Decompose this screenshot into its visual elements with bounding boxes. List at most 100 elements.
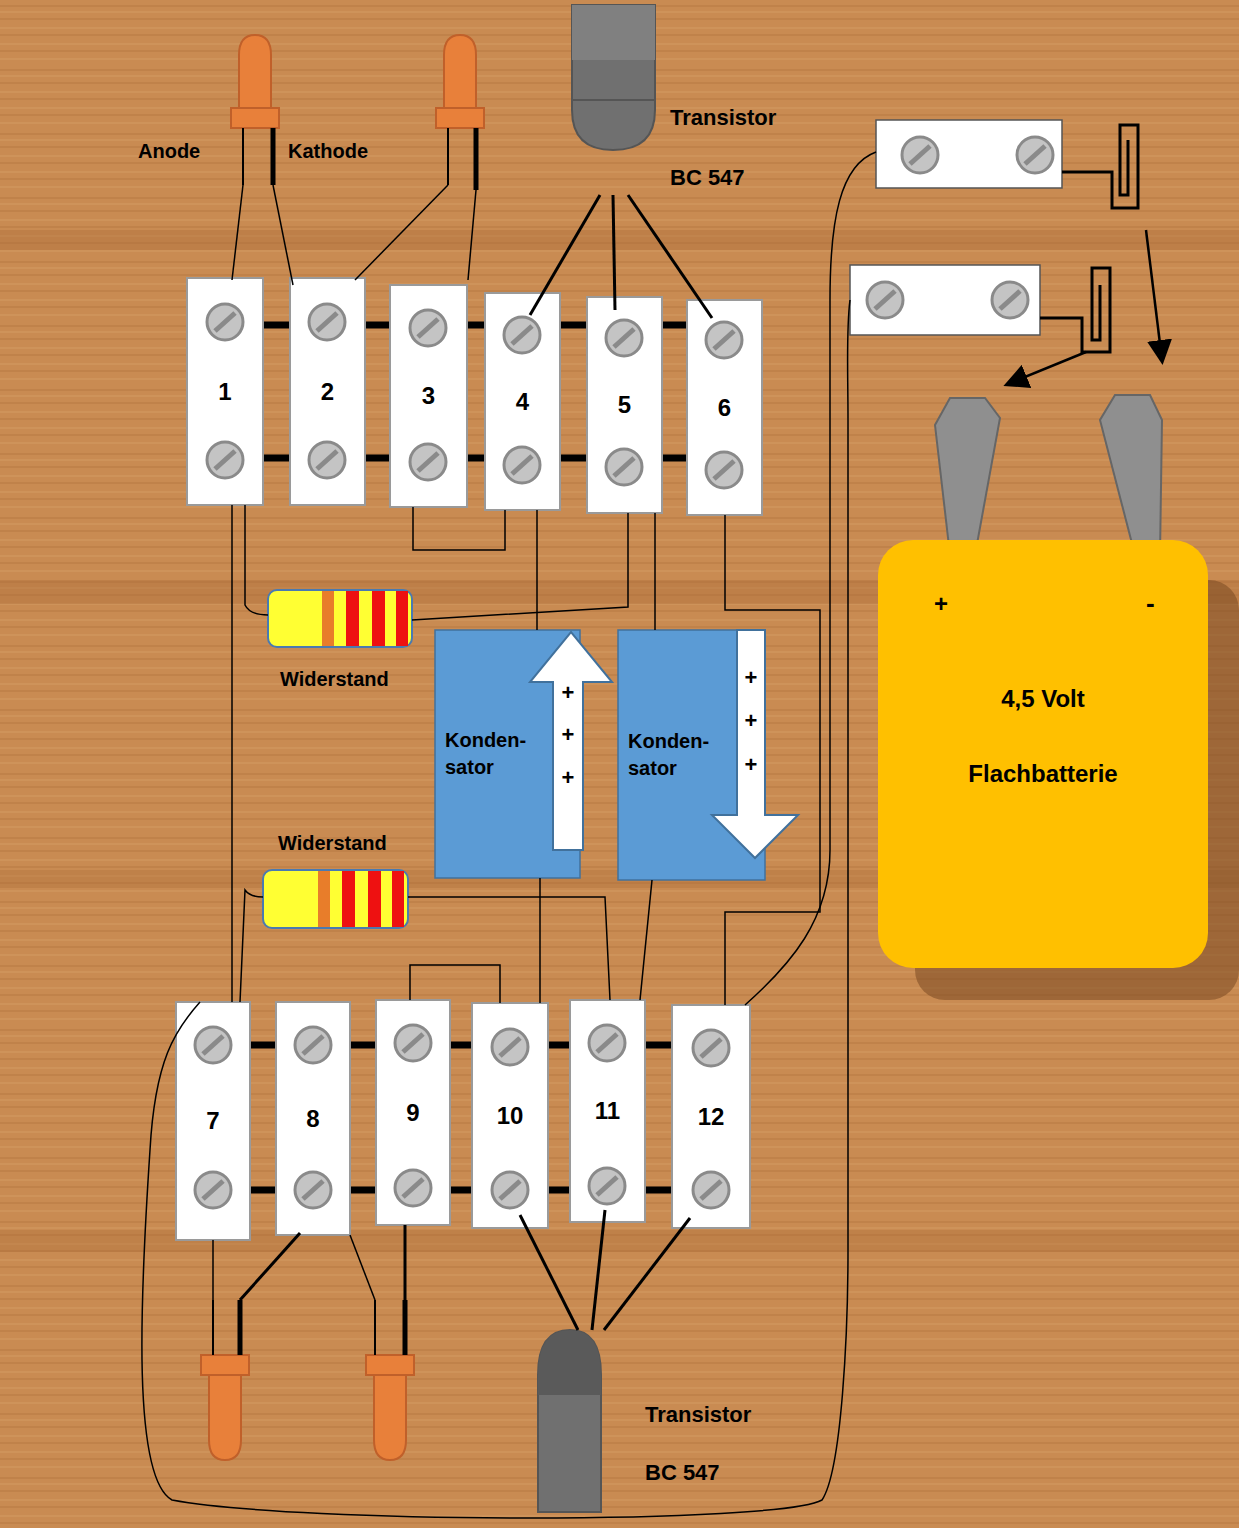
terminal-number: 1 (218, 378, 231, 406)
transistor-top (572, 5, 655, 60)
battery-label: + (934, 590, 948, 618)
terminal-screws (492, 1172, 528, 1208)
led-legs-top (232, 128, 476, 285)
led-legs-top (273, 185, 293, 285)
wood-ground (0, 230, 1239, 250)
battery-wires (142, 152, 876, 1518)
transistor-top (572, 5, 655, 150)
wire (536, 510, 538, 630)
terminal-number: 3 (422, 382, 435, 410)
terminal-number: 9 (406, 1099, 419, 1127)
resistor-wires (240, 505, 628, 1002)
polarity-mark: + (562, 722, 575, 748)
terminal-blocks (176, 278, 762, 1240)
terminal-screws (295, 1172, 331, 1208)
terminal-block: 8 (276, 1002, 350, 1235)
terminal-screws (504, 317, 540, 353)
terminal-block: 9 (376, 1000, 450, 1225)
led-legs-top (232, 185, 243, 280)
terminal-screws (589, 1168, 625, 1204)
transistor-top (628, 195, 712, 318)
terminal-blocks (687, 300, 762, 515)
clip-holder (1040, 125, 1138, 352)
terminal-screws (706, 322, 742, 358)
terminal-number: 10 (497, 1102, 524, 1130)
clip-holder (1040, 268, 1110, 352)
terminal-screws (207, 304, 243, 340)
terminal-number: 12 (698, 1103, 725, 1131)
terminal-screws (195, 1172, 231, 1208)
clip-holder (850, 120, 1162, 384)
transistor-top (572, 99, 655, 101)
transistor-top (613, 195, 615, 310)
terminal-block: 10 (472, 1003, 548, 1228)
capacitor-label: Konden- sator (628, 728, 714, 782)
clip-holder (1008, 352, 1086, 384)
polarity-mark: + (562, 765, 575, 791)
terminal-number: 5 (618, 391, 631, 419)
wire (725, 515, 820, 1005)
terminal-block: 1 (187, 278, 263, 505)
resistor-symbol (392, 871, 404, 927)
battery (1100, 395, 1162, 555)
terminal-screws (195, 1027, 231, 1063)
transistor-bottom (520, 1210, 690, 1330)
resistor-symbol (346, 591, 359, 646)
transistor-top (530, 195, 712, 318)
capacitor-symbol (530, 632, 612, 850)
battery (878, 395, 1239, 1000)
terminal-screws (410, 310, 446, 346)
led-bottom (201, 1355, 249, 1375)
resistor-symbol (322, 591, 334, 646)
clip-holder (1062, 125, 1138, 208)
terminal-screws (395, 1170, 431, 1206)
part-name: BC 547 (645, 1460, 720, 1486)
clip-holder (850, 265, 1040, 335)
terminal-screws (492, 1029, 528, 1065)
terminal-number: 7 (206, 1107, 219, 1135)
battery-box: +-4,5 VoltFlachbatterie (878, 540, 1208, 968)
terminal-number: 11 (595, 1097, 620, 1125)
led-legs-bottom (240, 1233, 300, 1300)
led-legs-top (355, 185, 448, 280)
resistor-wires (412, 513, 628, 620)
battery-label: Flachbatterie (878, 760, 1208, 788)
led-legs-bottom (212, 1300, 214, 1355)
resistor-symbol (263, 870, 408, 928)
battery (935, 398, 1000, 555)
led-bottom (374, 1372, 406, 1460)
terminal-screws (410, 444, 446, 480)
capacitor-symbol (712, 630, 798, 858)
terminal-screws (504, 447, 540, 483)
capacitor-box: Konden- sator (618, 630, 765, 880)
part-name: Transistor (670, 105, 776, 131)
terminal-blocks (390, 285, 467, 507)
clip-holder (876, 120, 1062, 188)
terminal-blocks (187, 278, 263, 505)
terminal-blocks (587, 297, 662, 513)
clip-holder (1008, 230, 1162, 384)
wire (654, 513, 656, 630)
resistor-symbol (372, 591, 385, 646)
wire (410, 965, 500, 1003)
terminal-screws (693, 1030, 729, 1066)
transistor-top (530, 195, 600, 315)
led-legs-top (242, 128, 244, 185)
terminal-screws (706, 452, 742, 488)
transistor-bottom (604, 1218, 690, 1330)
pin-label: Kathode (288, 140, 368, 163)
resistor-wires (408, 897, 610, 1000)
terminal-screws (295, 1027, 331, 1063)
transistor-bottom (538, 1330, 601, 1512)
terminal-block: 12 (672, 1005, 750, 1228)
resistor-wires (245, 505, 268, 615)
led-top (436, 108, 484, 128)
terminal-block: 3 (390, 285, 467, 507)
terminal-blocks (276, 1002, 350, 1235)
led-top (231, 108, 279, 128)
led-legs-bottom (212, 1240, 214, 1300)
led-bottom (201, 1355, 414, 1460)
terminal-screws (309, 442, 345, 478)
